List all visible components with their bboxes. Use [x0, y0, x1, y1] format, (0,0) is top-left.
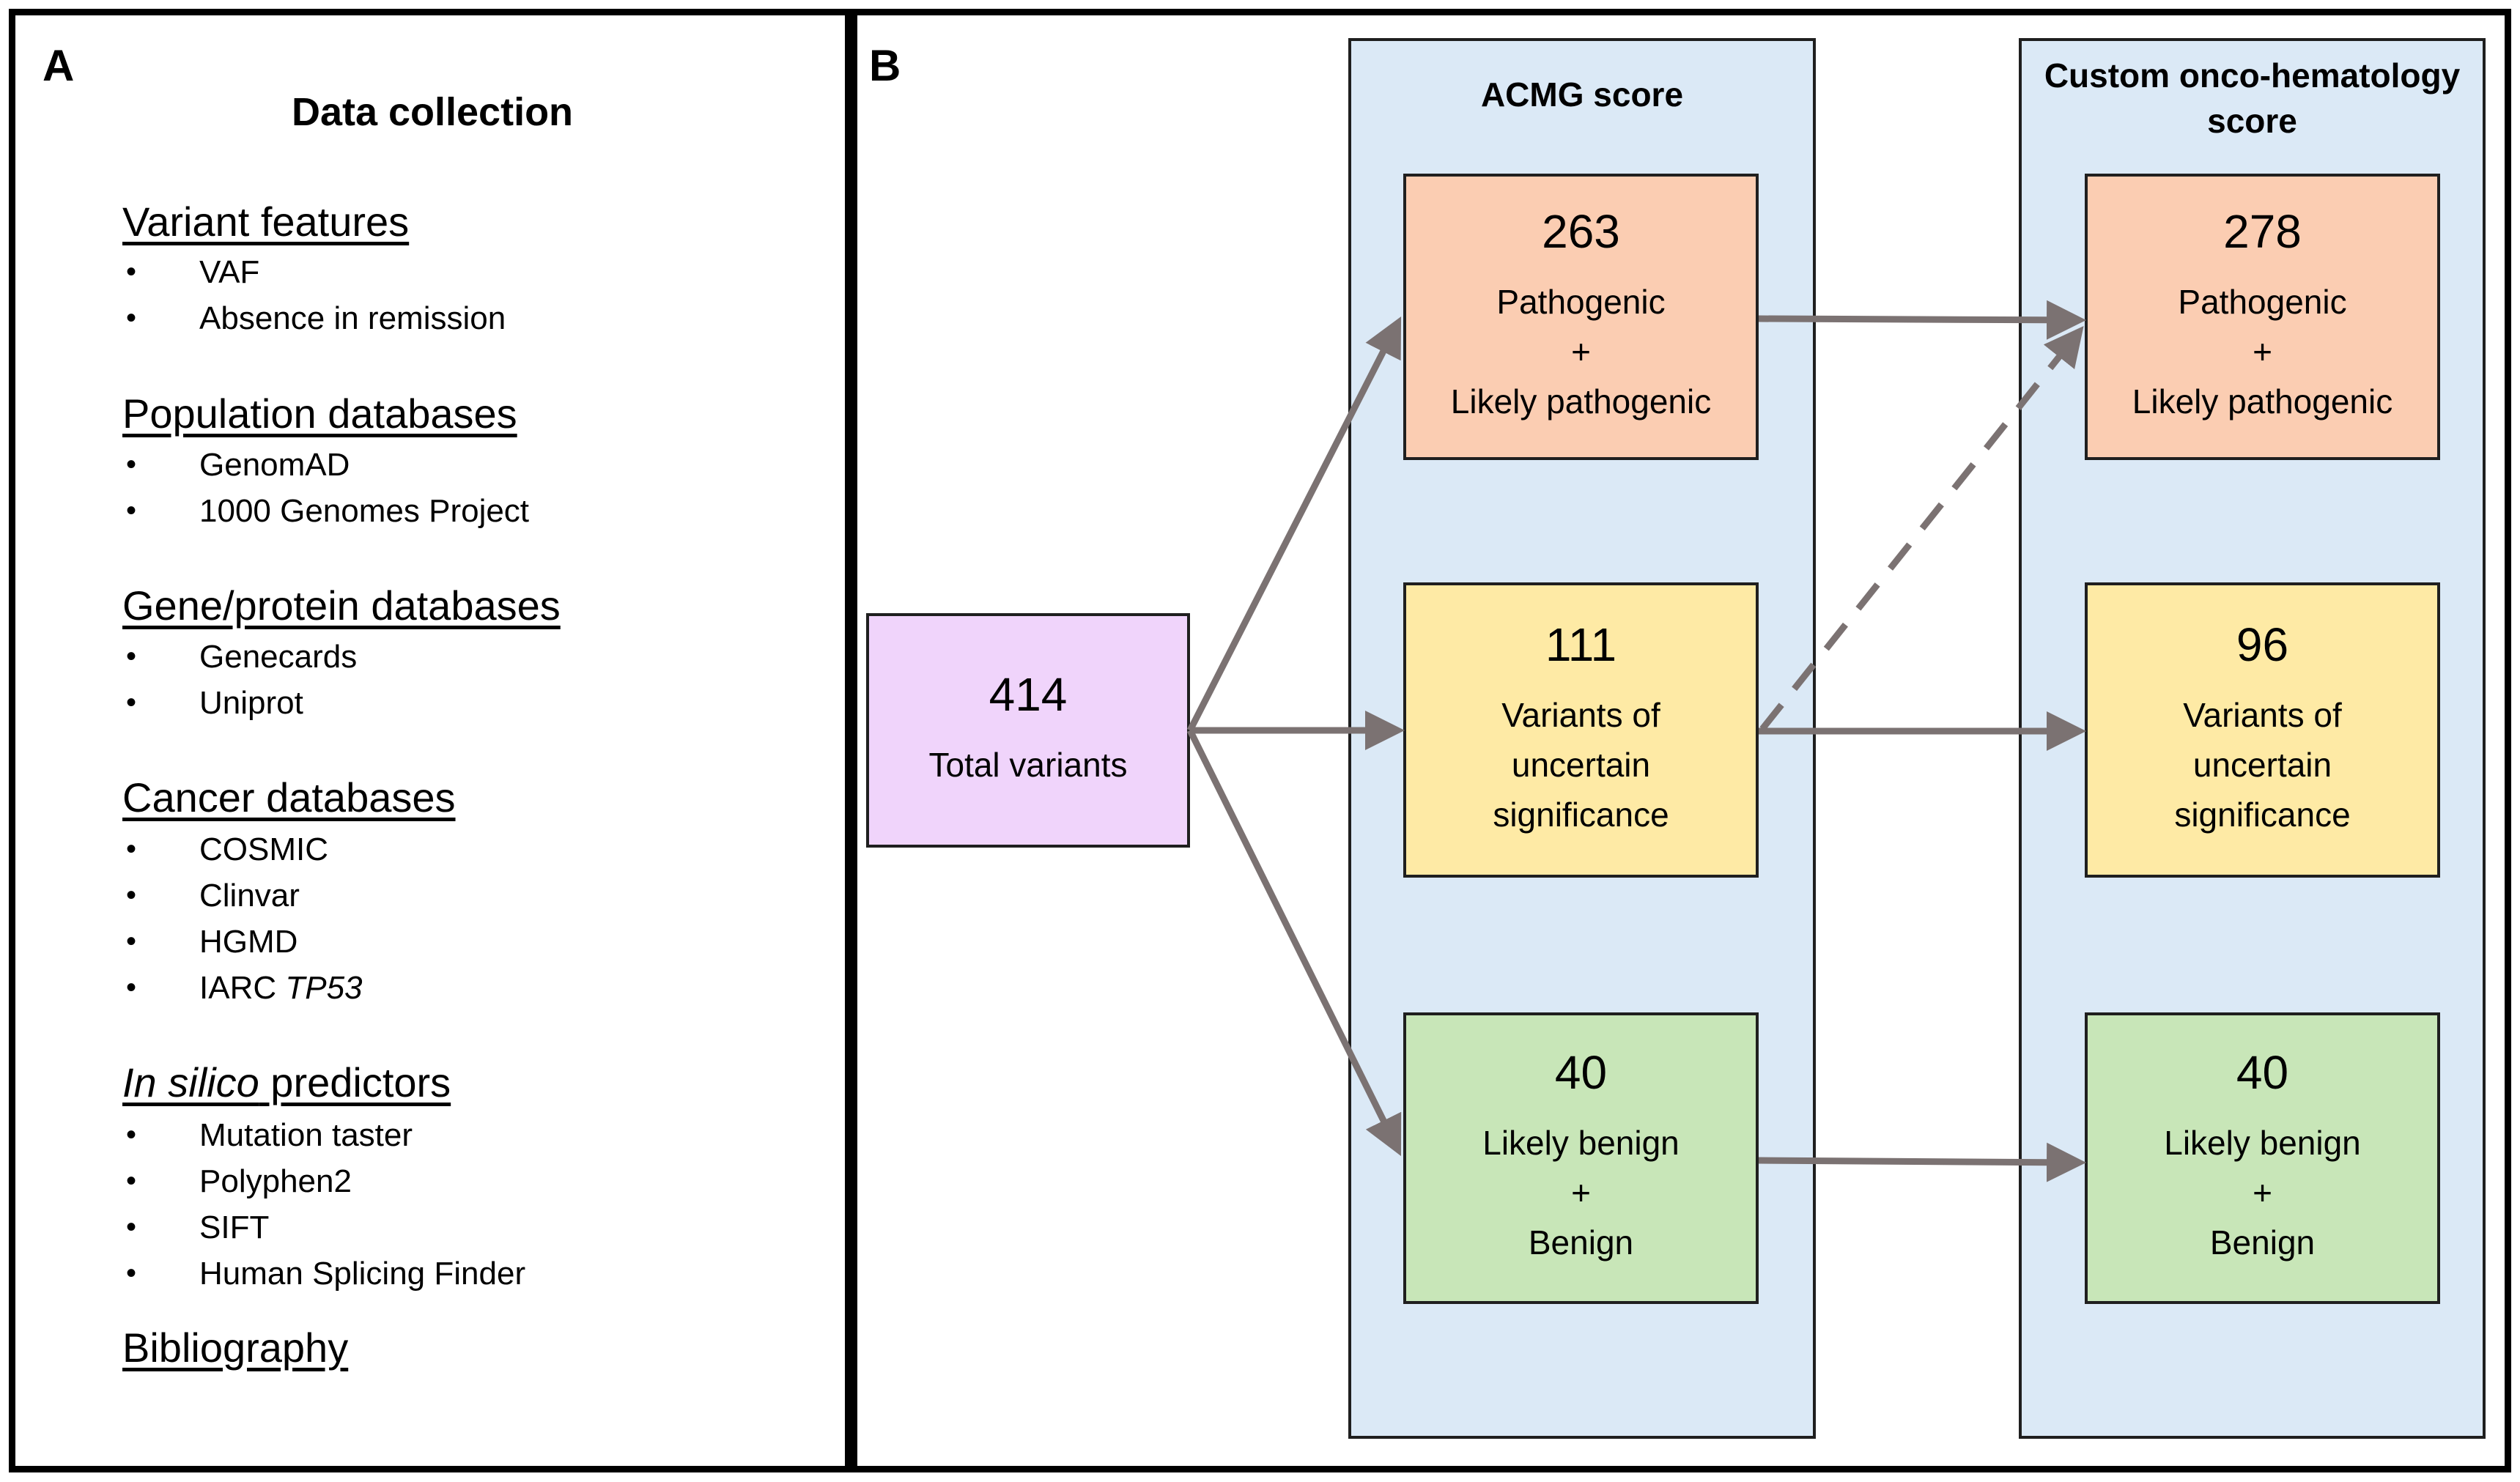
section-heading-gene-protein-databases: Gene/protein databases	[122, 582, 561, 629]
acmg-pathogenic-line1: Pathogenic	[1496, 282, 1666, 321]
custom-vus-line1: Variants of	[2183, 695, 2342, 734]
list-item: HGMD	[122, 919, 363, 965]
section-heading-bibliography: Bibliography	[122, 1324, 349, 1371]
acmg-pathogenic-line3: Likely pathogenic	[1450, 382, 1712, 420]
custom-vus-line2: uncertain	[2192, 745, 2332, 784]
list-population-databases: GenomAD 1000 Genomes Project	[122, 442, 529, 534]
custom-vus-count: 96	[2236, 618, 2289, 671]
acmg-vus-line3: significance	[1493, 795, 1669, 834]
section-heading-in-silico-predictors: In silico predictors	[122, 1062, 451, 1103]
list-item: Mutation taster	[122, 1112, 525, 1158]
acmg-benign-line1: Likely benign	[1482, 1124, 1680, 1162]
list-item: Uniprot	[122, 680, 357, 726]
section-heading-cancer-databases: Cancer databases	[122, 774, 456, 820]
list-item: VAF	[122, 249, 506, 295]
list-item: GenomAD	[122, 442, 529, 488]
section-heading-population-databases: Population databases	[122, 390, 517, 437]
custom-pathogenic-line3: Likely pathogenic	[2132, 382, 2393, 420]
in-silico-italic: In silico	[122, 1059, 259, 1105]
acmg-pathogenic-count: 263	[1542, 204, 1620, 258]
tp53-gene: TP53	[285, 970, 363, 1006]
acmg-pathogenic-box: 263 Pathogenic + Likely pathogenic	[1403, 174, 1759, 460]
acmg-benign-line2: +	[1571, 1174, 1591, 1212]
custom-benign-line1: Likely benign	[2164, 1124, 2361, 1162]
list-gene-protein-databases: Genecards Uniprot	[122, 634, 357, 726]
list-item: 1000 Genomes Project	[122, 488, 529, 534]
acmg-benign-box: 40 Likely benign + Benign	[1403, 1012, 1759, 1304]
custom-vus-box: 96 Variants of uncertain significance	[2085, 582, 2440, 878]
acmg-vus-count: 111	[1545, 618, 1617, 671]
list-variant-features: VAF Absence in remission	[122, 249, 506, 341]
custom-title-line1: Custom onco-hematology	[2044, 56, 2461, 95]
list-item: Absence in remission	[122, 295, 506, 341]
list-item-iarc-tp53: IARC TP53	[122, 965, 363, 1011]
list-item: Genecards	[122, 634, 357, 680]
panel-b-letter: B	[869, 41, 901, 90]
section-heading-variant-features: Variant features	[122, 199, 410, 245]
custom-pathogenic-count: 278	[2223, 204, 2302, 258]
total-variants-box: 414 Total variants	[866, 613, 1190, 848]
acmg-column-title: ACMG score	[1480, 75, 1684, 114]
iarc-prefix: IARC	[199, 970, 286, 1006]
custom-benign-count: 40	[2236, 1046, 2289, 1099]
custom-pathogenic-box: 278 Pathogenic + Likely pathogenic	[2085, 174, 2440, 460]
acmg-benign-count: 40	[1554, 1046, 1608, 1099]
list-item: COSMIC	[122, 826, 363, 872]
list-item: Polyphen2	[122, 1158, 525, 1204]
predictors-text: predictors	[259, 1059, 451, 1105]
acmg-pathogenic-line2: +	[1571, 332, 1591, 371]
list-item: Clinvar	[122, 872, 363, 919]
custom-benign-line2: +	[2253, 1174, 2272, 1212]
panel-a-letter: A	[43, 41, 75, 90]
acmg-vus-box: 111 Variants of uncertain significance	[1403, 582, 1759, 878]
custom-vus-line3: significance	[2174, 795, 2351, 834]
custom-benign-box: 40 Likely benign + Benign	[2085, 1012, 2440, 1304]
list-item: SIFT	[122, 1204, 525, 1251]
custom-column-title: Custom onco-hematology score	[2019, 53, 2486, 144]
list-in-silico-predictors: Mutation taster Polyphen2 SIFT Human Spl…	[122, 1112, 525, 1297]
custom-pathogenic-line2: +	[2253, 332, 2272, 371]
panel-a-frame	[9, 9, 857, 1472]
panel-a-title: Data collection	[291, 90, 574, 134]
total-label: Total variants	[928, 746, 1128, 784]
acmg-benign-line3: Benign	[1528, 1223, 1634, 1261]
custom-pathogenic-line1: Pathogenic	[2178, 282, 2347, 321]
acmg-vus-line1: Variants of	[1501, 695, 1660, 734]
custom-benign-line3: Benign	[2209, 1223, 2316, 1261]
custom-title-line2: score	[2207, 102, 2297, 140]
panel-b-frame	[845, 9, 2511, 1472]
list-cancer-databases: COSMIC Clinvar HGMD IARC TP53	[122, 826, 363, 1011]
acmg-vus-line2: uncertain	[1511, 745, 1651, 784]
list-item: Human Splicing Finder	[122, 1251, 525, 1297]
total-count: 414	[989, 668, 1068, 721]
